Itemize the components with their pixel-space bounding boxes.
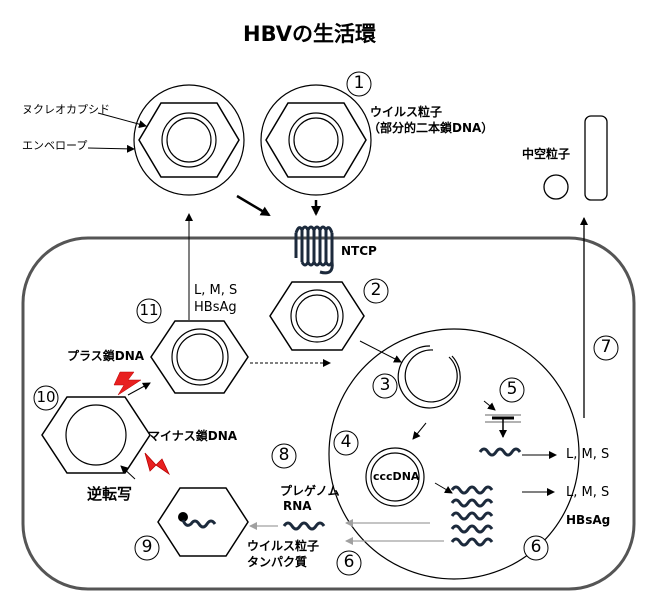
- step-circle-3: [372, 373, 398, 399]
- step-circle-6: [523, 535, 549, 561]
- cccdna-circle: [365, 447, 425, 507]
- ntcp-label: NTCP: [341, 244, 377, 258]
- step-circle-8: [271, 443, 297, 469]
- lms-lower-label: L, M, S: [566, 485, 610, 500]
- step-number-2: 2: [370, 280, 382, 300]
- step-circle-11: [136, 298, 162, 324]
- empty-particle-label: 中空粒子: [522, 147, 571, 161]
- red-bolt-plus: [113, 371, 142, 396]
- step-number-10: 10: [36, 388, 56, 406]
- envelope-label: エンベロープ: [22, 139, 88, 152]
- step-circle-1: [346, 71, 372, 97]
- step-circle-9: [134, 535, 160, 561]
- lms-upper-label: L, M, S: [566, 447, 610, 462]
- minus-strand-label: マイナス鎖DNA: [148, 429, 238, 443]
- step-number-11: 11: [139, 301, 159, 319]
- plus-strand-label: プラス鎖DNA: [67, 349, 145, 363]
- reverse-transcription-label: 逆転写: [87, 485, 133, 503]
- hbsag-label: HBsAg: [566, 513, 611, 527]
- encapsidated-pgrna: [157, 487, 249, 557]
- empty-particle-sphere: [543, 174, 569, 200]
- rcdna-in-nucleus: [397, 345, 461, 409]
- lms-step11-label: L, M, S: [194, 283, 238, 298]
- step-number-5: 5: [506, 379, 518, 399]
- mrna-surface: [478, 447, 522, 457]
- viral-protein-label: ウイルス粒子: [247, 539, 320, 553]
- step-number-3: 3: [379, 375, 391, 395]
- pregenome-rna: [282, 521, 326, 531]
- step-number-6b: 6: [343, 552, 355, 572]
- step-circle-10: [33, 385, 59, 411]
- step-number-4: 4: [340, 432, 352, 452]
- virus-particle-labeled: [133, 84, 245, 196]
- step-circle-6b: [336, 550, 362, 576]
- step-circle-2: [363, 278, 389, 304]
- step-circle-4: [333, 430, 359, 456]
- step-circle-5: [499, 377, 525, 403]
- step-number-7: 7: [600, 337, 612, 357]
- red-bolt-minus: [144, 452, 170, 476]
- step-number-1: 1: [353, 73, 365, 93]
- transcription-mark: [485, 414, 521, 438]
- step-number-9: 9: [141, 537, 153, 557]
- cccdna-label: cccDNA: [373, 470, 420, 483]
- diagram-title: HBVの生活環: [243, 22, 376, 46]
- pregenome-label: プレゲノム: [280, 484, 340, 498]
- virus-particle-sub-label: （部分的二本鎖DNA）: [368, 121, 494, 135]
- hbsag-step11-label: HBsAg: [194, 300, 237, 315]
- nucleocapsid-label: ヌクレオカプシド: [22, 103, 110, 116]
- empty-particle-filament: [584, 115, 608, 201]
- viral-protein-sub-label: タンパク質: [247, 555, 308, 569]
- virus-particle: [260, 84, 372, 196]
- nucleocapsid-step2: [269, 281, 365, 351]
- step-number-6: 6: [530, 537, 542, 557]
- step-number-8: 8: [278, 445, 290, 465]
- step-circle-7: [593, 335, 619, 361]
- mature-capsid: [150, 320, 249, 394]
- ntcp-receptor: [294, 225, 334, 275]
- pregenome-rna-label: RNA: [283, 499, 312, 513]
- virus-particle-label: ウイルス粒子: [370, 105, 443, 119]
